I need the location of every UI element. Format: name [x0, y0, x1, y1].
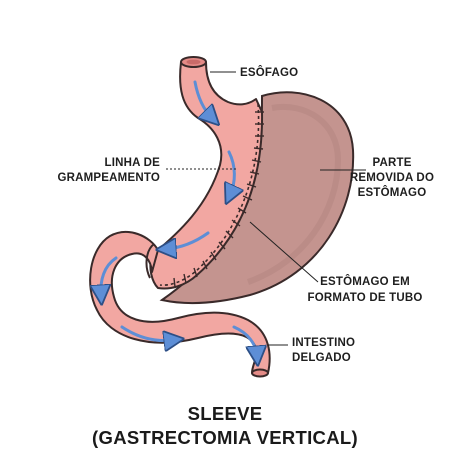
- staples: [173, 111, 264, 288]
- label-intestino-1: INTESTINO: [292, 337, 355, 349]
- flow-arrow-upper-stomach: [229, 150, 234, 195]
- label-parte-3: ESTÔMAGO: [358, 186, 427, 199]
- label-parte-2: REMOVIDA DO: [350, 172, 434, 184]
- label-linha-2: GRAMPEAMENTO: [58, 172, 161, 184]
- intestine-opening: [251, 368, 269, 378]
- flow-arrow-intestine: [120, 325, 174, 341]
- removed-part-shading: [247, 104, 342, 285]
- tube-stomach: [149, 61, 264, 290]
- label-parte-1: PARTE: [372, 157, 411, 169]
- label-intestino-2: DELGADO: [292, 352, 351, 364]
- title-line-2: (GASTRECTOMIA VERTICAL): [92, 427, 358, 448]
- flow-arrow-duodenum: [101, 256, 118, 295]
- flow-arrow-intestine-exit: [232, 325, 257, 356]
- flow-arrow-esophagus: [193, 80, 212, 118]
- label-esofago: ESÔFAGO: [240, 66, 298, 79]
- staple-line: [159, 103, 260, 286]
- leader-lines: [166, 71, 366, 346]
- flow-arrow-lower-stomach: [166, 231, 210, 249]
- label-tubo-1: ESTÔMAGO EM: [320, 275, 410, 288]
- title-line-1: SLEEVE: [188, 403, 263, 424]
- label-linha-1: LINHA DE: [105, 157, 161, 169]
- leader-tubo: [249, 221, 319, 283]
- label-tubo-2: FORMATO DE TUBO: [307, 292, 422, 304]
- pylorus: [145, 243, 155, 279]
- flow-arrows: [101, 80, 257, 356]
